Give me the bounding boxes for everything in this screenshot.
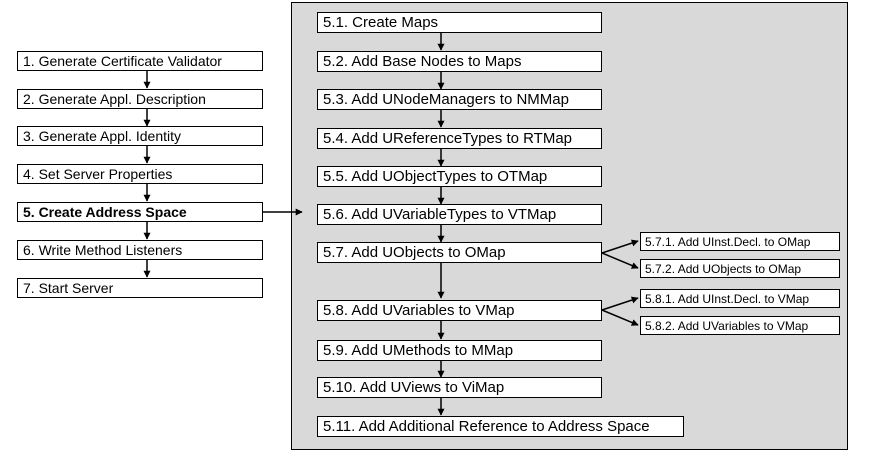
step-6-box: 6. Write Method Listeners <box>17 240 263 260</box>
step-5-9-box: 5.9. Add UMethods to MMap <box>317 340 602 361</box>
step-2-label: 2. Generate Appl. Description <box>23 91 206 107</box>
step-3-box: 3. Generate Appl. Identity <box>17 126 263 146</box>
step-5-10-box: 5.10. Add UViews to ViMap <box>317 377 602 398</box>
step-5-4-label: 5.4. Add UReferenceTypes to RTMap <box>323 130 573 147</box>
step-5-8-1-box: 5.8.1. Add UInst.Decl. to VMap <box>640 289 840 308</box>
step-5-11-box: 5.11. Add Additional Reference to Addres… <box>317 416 684 437</box>
step-5-4-box: 5.4. Add UReferenceTypes to RTMap <box>317 128 602 149</box>
step-5-8-1-label: 5.8.1. Add UInst.Decl. to VMap <box>645 291 810 306</box>
step-7-box: 7. Start Server <box>17 278 263 298</box>
step-1-box: 1. Generate Certificate Validator <box>17 51 263 71</box>
step-5-6-label: 5.6. Add UVariableTypes to VTMap <box>323 206 557 223</box>
step-5-7-2-label: 5.7.2. Add UObjects to OMap <box>645 261 802 276</box>
step-5-5-box: 5.5. Add UObjectTypes to OTMap <box>317 166 602 187</box>
address-space-panel <box>291 2 848 450</box>
step-3-label: 3. Generate Appl. Identity <box>23 128 181 144</box>
step-5-7-1-label: 5.7.1. Add UInst.Decl. to OMap <box>645 234 811 249</box>
step-5-7-label: 5.7. Add UObjects to OMap <box>323 244 506 261</box>
step-5-5-label: 5.5. Add UObjectTypes to OTMap <box>323 168 548 185</box>
step-5-9-label: 5.9. Add UMethods to MMap <box>323 342 514 359</box>
step-5-8-label: 5.8. Add UVariables to VMap <box>323 302 515 319</box>
step-4-label: 4. Set Server Properties <box>23 166 173 182</box>
step-2-box: 2. Generate Appl. Description <box>17 89 263 109</box>
step-5-8-2-label: 5.8.2. Add UVariables to VMap <box>645 318 809 333</box>
step-5-3-label: 5.3. Add UNodeManagers to NMMap <box>323 91 569 108</box>
step-5-1-box: 5.1. Create Maps <box>317 12 602 33</box>
step-5-11-label: 5.11. Add Additional Reference to Addres… <box>323 418 650 435</box>
step-5-2-label: 5.2. Add Base Nodes to Maps <box>323 53 522 70</box>
step-5-2-box: 5.2. Add Base Nodes to Maps <box>317 51 602 72</box>
step-5-3-box: 5.3. Add UNodeManagers to NMMap <box>317 89 602 110</box>
step-1-label: 1. Generate Certificate Validator <box>23 53 222 69</box>
step-4-box: 4. Set Server Properties <box>17 164 263 184</box>
step-6-label: 6. Write Method Listeners <box>23 242 183 258</box>
step-5-7-1-box: 5.7.1. Add UInst.Decl. to OMap <box>640 232 840 251</box>
step-7-label: 7. Start Server <box>23 280 114 296</box>
step-5-1-label: 5.1. Create Maps <box>323 14 439 31</box>
step-5-10-label: 5.10. Add UViews to ViMap <box>323 379 505 396</box>
step-5-8-2-box: 5.8.2. Add UVariables to VMap <box>640 316 840 335</box>
step-5-box: 5. Create Address Space <box>17 202 263 222</box>
step-5-8-box: 5.8. Add UVariables to VMap <box>317 300 602 321</box>
step-5-7-box: 5.7. Add UObjects to OMap <box>317 242 602 263</box>
step-5-7-2-box: 5.7.2. Add UObjects to OMap <box>640 259 840 278</box>
step-5-6-box: 5.6. Add UVariableTypes to VTMap <box>317 204 602 225</box>
step-5-label: 5. Create Address Space <box>23 204 187 220</box>
